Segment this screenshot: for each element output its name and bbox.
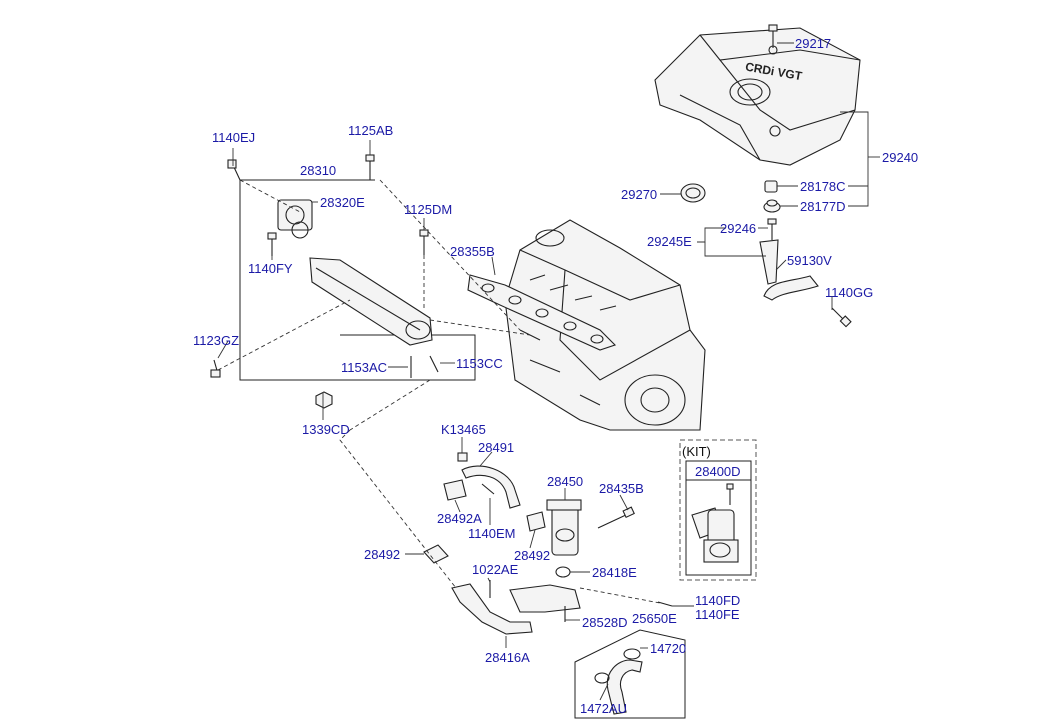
bracket-29245e	[759, 239, 779, 285]
callout-29270: 29270	[621, 187, 657, 202]
callout-25650e: 25650E	[632, 611, 677, 626]
egr-pipe-28491	[461, 465, 521, 509]
callout-1125ab: 1125AB	[348, 123, 393, 138]
leaders-intake	[217, 140, 531, 420]
callout-1140fe: 1140FE	[695, 607, 740, 622]
callout-1153ac: 1153AC	[341, 360, 387, 375]
callout-1153cc: 1153CC	[456, 356, 503, 371]
bolt-1125ab	[365, 154, 375, 180]
kit-title: (KIT)	[682, 444, 711, 459]
callout-28416a: 28416A	[485, 650, 530, 665]
egr-valve-28450	[546, 499, 582, 556]
box-25650e	[574, 629, 686, 719]
gasket-28355b	[467, 274, 617, 351]
seal-29270	[680, 183, 706, 203]
callout-1022ae: 1022AE	[472, 562, 519, 577]
gasket-28492a	[443, 479, 467, 501]
callout-28491: 28491	[478, 440, 514, 455]
bolt-1140fd	[657, 601, 673, 607]
intake-manifold	[309, 257, 433, 346]
nut-1339cd	[315, 391, 333, 409]
engine-block	[504, 219, 706, 431]
leaders-cover	[660, 42, 880, 310]
kit-part-number: 28400D	[695, 464, 741, 479]
callout-29240: 29240	[882, 150, 918, 165]
bolt-1140ej	[227, 159, 241, 181]
callout-k13465: K13465	[441, 422, 486, 437]
gasket-k13465	[457, 452, 468, 462]
bolt-1123gz	[210, 359, 221, 378]
engine-cover: CRDi VGT	[654, 27, 861, 166]
callout-59130v: 59130V	[787, 253, 832, 268]
callout-1140fd: 1140FD	[695, 593, 740, 608]
callout-1140ej: 1140EJ	[212, 130, 255, 145]
grommet-28178c	[764, 180, 778, 193]
egr-pipe-28418e	[509, 566, 581, 613]
callout-28320e: 28320E	[320, 195, 365, 210]
callout-28492-b: 28492	[514, 548, 550, 563]
callout-28435b: 28435B	[599, 481, 644, 496]
callout-28310: 28310	[300, 163, 336, 178]
stud-1153cc	[429, 355, 439, 373]
callout-28178c: 28178C	[800, 179, 846, 194]
callout-1140gg: 1140GG	[825, 285, 873, 300]
egr-cooler-pipe-28416a	[451, 583, 533, 635]
bolt-1140gg	[831, 307, 852, 328]
callout-29245e: 29245E	[647, 234, 692, 249]
bolt-28435b	[597, 506, 635, 529]
callout-1140em: 1140EM	[468, 526, 515, 541]
callout-14720: 14720	[650, 641, 686, 656]
bolt-1125dm	[419, 229, 429, 255]
callout-1472au: 1472AU	[580, 701, 627, 716]
kit-inner-box	[685, 460, 752, 576]
callout-28492: 28492	[364, 547, 400, 562]
callout-29217: 29217	[795, 36, 831, 51]
grommet-28177d	[763, 199, 781, 213]
hose-25650e	[594, 648, 643, 715]
bolt-29246	[767, 218, 777, 240]
callout-28355b: 28355B	[450, 244, 495, 259]
kit-egr-valve	[691, 483, 739, 563]
gasket-28492b	[526, 511, 546, 532]
callout-28177d: 28177D	[800, 199, 846, 214]
callout-1123gz: 1123GZ	[193, 333, 239, 348]
hose-59130v	[763, 275, 819, 301]
callout-1339cd: 1339CD	[302, 422, 350, 437]
leaders-egr	[339, 379, 694, 701]
callout-28450: 28450	[547, 474, 583, 489]
bolt-1140em	[481, 483, 495, 495]
gasket-28492	[423, 544, 449, 564]
box-28310-left	[239, 179, 340, 381]
callout-1140fy: 1140FY	[248, 261, 293, 276]
callout-29246: 29246	[720, 221, 756, 236]
kit-box	[679, 439, 757, 581]
callout-28418e: 28418E	[592, 565, 637, 580]
throttle-body-28320e	[277, 199, 313, 239]
callout-28528d: 28528D	[582, 615, 628, 630]
callout-28492a: 28492A	[437, 511, 482, 526]
cover-bolt	[768, 24, 778, 48]
callout-1125dm: 1125DM	[404, 202, 452, 217]
bolt-1140fy	[267, 232, 277, 256]
